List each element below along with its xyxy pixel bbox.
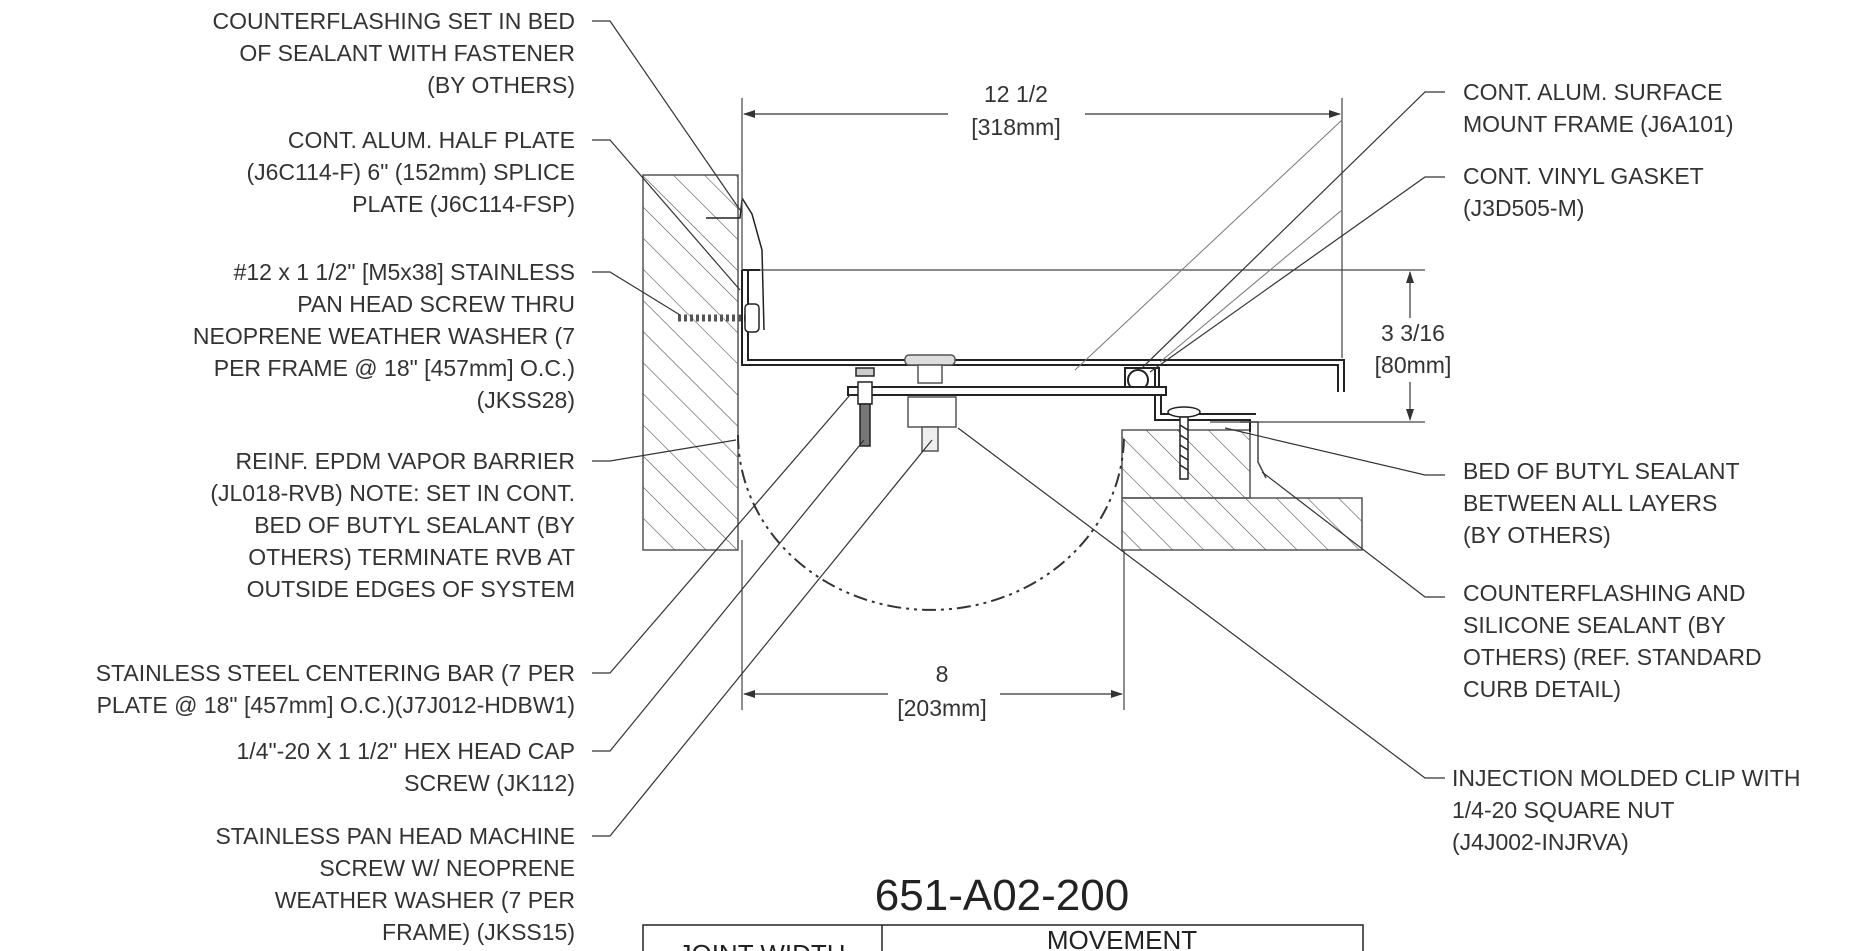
- clip-shape: [904, 354, 957, 452]
- callout-machine-screw: STAINLESS PAN HEAD MACHINE SCREW W/ NEOP…: [215, 823, 575, 945]
- dimension-width-top-metric: [318mm]: [971, 114, 1060, 140]
- extension-lines: [741, 98, 1425, 710]
- svg-text:PLATE @ 18" [457mm] O.C.)(J7J0: PLATE @ 18" [457mm] O.C.)(J7J012-HDBW1): [97, 692, 575, 718]
- frame-profile: [741, 269, 1345, 432]
- svg-text:FRAME) (JKSS15): FRAME) (JKSS15): [382, 919, 575, 945]
- svg-text:CONT. VINYL GASKET: CONT. VINYL GASKET: [1463, 163, 1704, 189]
- svg-text:(J6C114-F) 6" (152mm) SPLICE: (J6C114-F) 6" (152mm) SPLICE: [246, 159, 575, 185]
- callout-hex-cap-screw: 1/4"-20 X 1 1/2" HEX HEAD CAP SCREW (JK1…: [237, 738, 575, 796]
- table-header-movement: MOVEMENT: [1047, 925, 1197, 951]
- callout-injection-clip: INJECTION MOLDED CLIP WITH 1/4-20 SQUARE…: [1452, 765, 1800, 855]
- dimension-width-bottom: 8 [203mm]: [743, 661, 1123, 721]
- svg-text:NEOPRENE WEATHER WASHER (7: NEOPRENE WEATHER WASHER (7: [193, 323, 575, 349]
- dimension-width-bottom-metric: [203mm]: [897, 695, 986, 721]
- callout-vapor-barrier: REINF. EPDM VAPOR BARRIER (JL018-RVB) NO…: [210, 448, 575, 602]
- svg-text:PAN HEAD SCREW THRU: PAN HEAD SCREW THRU: [297, 291, 575, 317]
- dimension-height-right-metric: [80mm]: [1375, 352, 1452, 378]
- dimension-height-right-value: 3 3/16: [1381, 320, 1445, 346]
- table-header-joint-width: JOINT WIDTH: [678, 939, 845, 951]
- svg-text:(J4J002-INJRVA): (J4J002-INJRVA): [1452, 829, 1629, 855]
- left-fastener-shape: [678, 197, 765, 333]
- svg-text:#12 x 1 1/2" [M5x38] STAINLESS: #12 x 1 1/2" [M5x38] STAINLESS: [234, 259, 575, 285]
- svg-text:SCREW W/ NEOPRENE: SCREW W/ NEOPRENE: [319, 855, 575, 881]
- callout-half-plate: CONT. ALUM. HALF PLATE (J6C114-F) 6" (15…: [246, 127, 575, 217]
- svg-text:BETWEEN ALL LAYERS: BETWEEN ALL LAYERS: [1463, 490, 1717, 516]
- svg-text:WEATHER WASHER (7 PER: WEATHER WASHER (7 PER: [275, 887, 575, 913]
- svg-text:(JKSS28): (JKSS28): [477, 387, 575, 413]
- svg-text:SILICONE SEALANT (BY: SILICONE SEALANT (BY: [1463, 612, 1726, 638]
- callout-pan-head-screw: #12 x 1 1/2" [M5x38] STAINLESS PAN HEAD …: [193, 259, 575, 413]
- hex-cap-screw-shape: [855, 367, 875, 447]
- callouts-right: [957, 91, 1445, 779]
- svg-text:STAINLESS STEEL CENTERING BAR: STAINLESS STEEL CENTERING BAR (7 PER: [96, 660, 575, 686]
- centering-bar-shape: [847, 386, 1167, 396]
- left-substrate: [642, 174, 739, 551]
- svg-text:PLATE (J6C114-FSP): PLATE (J6C114-FSP): [352, 191, 575, 217]
- dimension-width-top: 12 1/2 [318mm]: [743, 81, 1341, 140]
- callouts-left: [592, 20, 933, 837]
- svg-text:INJECTION MOLDED CLIP WITH: INJECTION MOLDED CLIP WITH: [1452, 765, 1800, 791]
- callout-centering-bar: STAINLESS STEEL CENTERING BAR (7 PER PLA…: [96, 660, 575, 718]
- svg-text:OUTSIDE EDGES OF SYSTEM: OUTSIDE EDGES OF SYSTEM: [247, 576, 575, 602]
- svg-text:OF SEALANT WITH FASTENER: OF SEALANT WITH FASTENER: [239, 40, 575, 66]
- svg-text:1/4"-20 X 1 1/2" HEX HEAD CAP: 1/4"-20 X 1 1/2" HEX HEAD CAP: [237, 738, 575, 764]
- svg-text:PER FRAME @ 18" [457mm] O.C.): PER FRAME @ 18" [457mm] O.C.): [214, 355, 575, 381]
- svg-text:CONT. ALUM. HALF PLATE: CONT. ALUM. HALF PLATE: [288, 127, 575, 153]
- svg-text:BED OF BUTYL SEALANT: BED OF BUTYL SEALANT: [1463, 458, 1740, 484]
- svg-text:CONT. ALUM. SURFACE: CONT. ALUM. SURFACE: [1463, 79, 1722, 105]
- svg-text:COUNTERFLASHING AND: COUNTERFLASHING AND: [1463, 580, 1745, 606]
- svg-text:COUNTERFLASHING SET IN BED: COUNTERFLASHING SET IN BED: [212, 8, 575, 34]
- vapor-barrier-loop: [737, 434, 1125, 611]
- movement-table: JOINT WIDTH MOVEMENT: [642, 924, 1364, 951]
- dimension-width-top-value: 12 1/2: [984, 81, 1048, 107]
- svg-text:(BY OTHERS): (BY OTHERS): [1463, 522, 1611, 548]
- callout-surface-mount-frame: CONT. ALUM. SURFACE MOUNT FRAME (J6A101): [1463, 79, 1734, 137]
- dimension-height-right: 3 3/16 [80mm]: [1375, 271, 1452, 421]
- callout-butyl-sealant: BED OF BUTYL SEALANT BETWEEN ALL LAYERS …: [1463, 458, 1740, 548]
- svg-text:SCREW (JK112): SCREW (JK112): [404, 770, 575, 796]
- svg-text:BED OF BUTYL SEALANT (BY: BED OF BUTYL SEALANT (BY: [254, 512, 575, 538]
- right-deck: [1121, 497, 1363, 551]
- svg-text:1/4-20 SQUARE NUT: 1/4-20 SQUARE NUT: [1452, 797, 1674, 823]
- svg-text:MOUNT FRAME (J6A101): MOUNT FRAME (J6A101): [1463, 111, 1734, 137]
- callout-counterflashing-sealant: COUNTERFLASHING SET IN BED OF SEALANT WI…: [212, 8, 575, 98]
- svg-text:STAINLESS PAN HEAD MACHINE: STAINLESS PAN HEAD MACHINE: [215, 823, 575, 849]
- callout-vinyl-gasket: CONT. VINYL GASKET (J3D505-M): [1463, 163, 1704, 221]
- callout-counterflashing-silicone: COUNTERFLASHING AND SILICONE SEALANT (BY…: [1463, 580, 1762, 702]
- svg-text:CURB DETAIL): CURB DETAIL): [1463, 676, 1621, 702]
- svg-text:REINF. EPDM VAPOR BARRIER: REINF. EPDM VAPOR BARRIER: [235, 448, 575, 474]
- svg-text:(BY OTHERS): (BY OTHERS): [427, 72, 575, 98]
- svg-text:(JL018-RVB) NOTE: SET IN CONT.: (JL018-RVB) NOTE: SET IN CONT.: [210, 480, 575, 506]
- drawing-number: 651-A02-200: [875, 871, 1129, 920]
- svg-text:OTHERS) TERMINATE RVB AT: OTHERS) TERMINATE RVB AT: [248, 544, 575, 570]
- right-fastener-shape: [1167, 406, 1201, 480]
- dimension-width-bottom-value: 8: [936, 661, 949, 687]
- svg-text:OTHERS) (REF. STANDARD: OTHERS) (REF. STANDARD: [1463, 644, 1762, 670]
- svg-text:(J3D505-M): (J3D505-M): [1463, 195, 1584, 221]
